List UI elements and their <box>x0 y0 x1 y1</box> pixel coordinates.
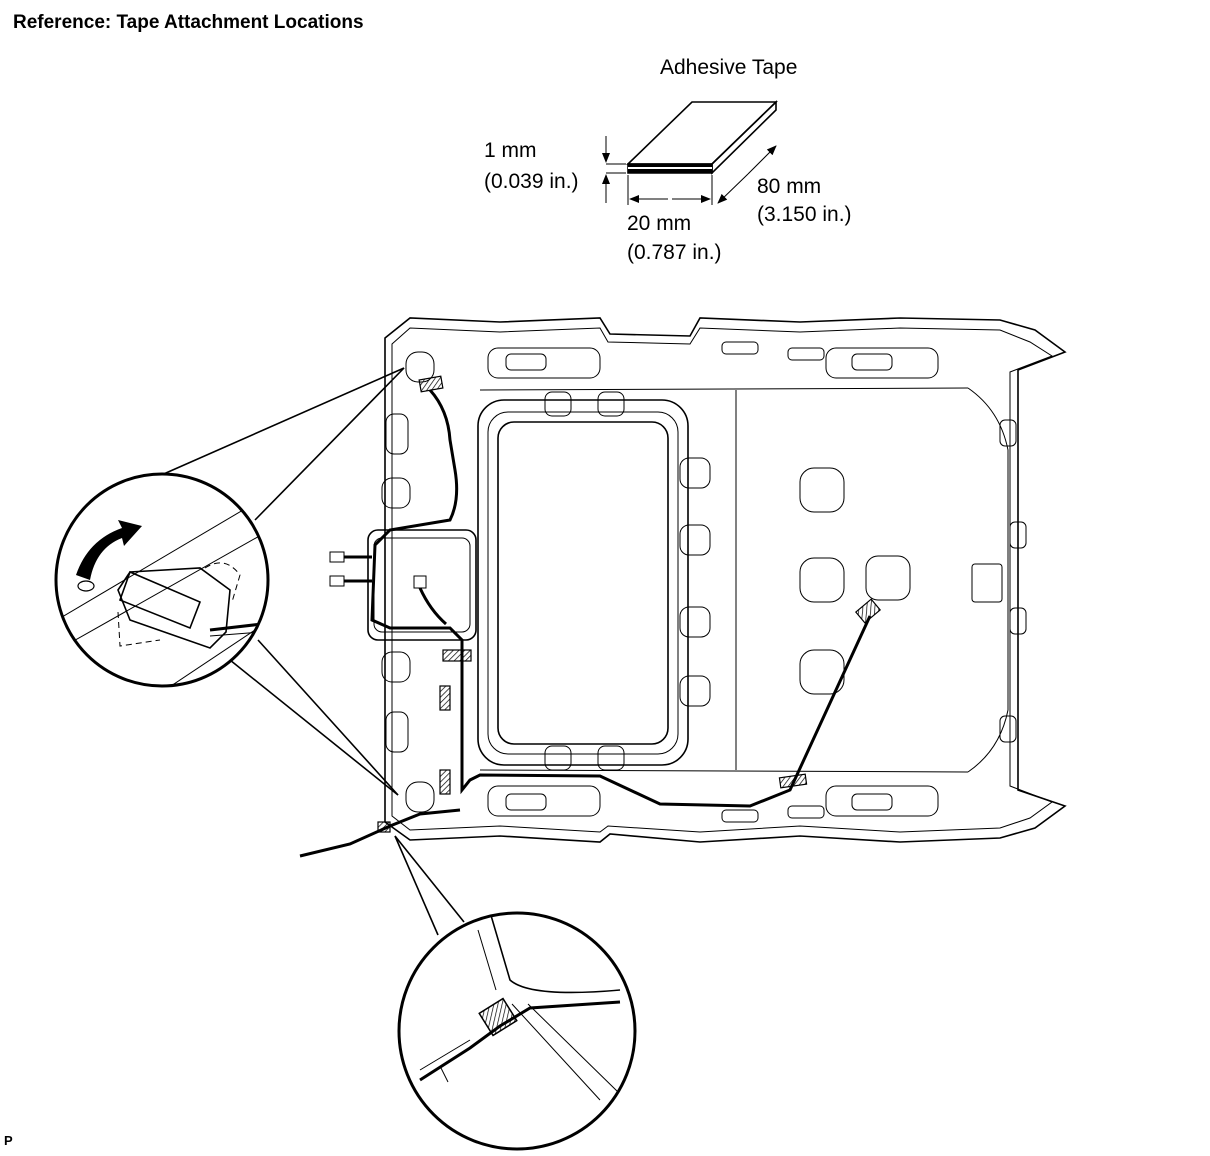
page-title: Reference: Tape Attachment Locations <box>13 12 364 33</box>
detail-circle-clip <box>54 472 270 688</box>
length-mm-label: 80 mm <box>757 175 822 198</box>
clip-bosses <box>381 351 1027 813</box>
thickness-mm-label: 1 mm <box>484 139 537 162</box>
tape-pieces <box>377 375 882 833</box>
leader-lines <box>149 367 465 936</box>
width-in-label: (0.787 in.) <box>627 241 722 264</box>
length-in-label: (3.150 in.) <box>757 203 852 226</box>
detail-circle-a <box>397 911 637 1151</box>
visor-recesses <box>487 341 939 823</box>
adhesive-tape-label: Adhesive Tape <box>660 56 798 79</box>
headliner-outline <box>384 317 1067 843</box>
front-console <box>329 529 477 641</box>
thickness-in-label: (0.039 in.) <box>484 170 579 193</box>
adhesive-tape-figure <box>602 100 778 205</box>
corner-mark: P <box>4 1133 13 1148</box>
width-mm-label: 20 mm <box>627 212 692 235</box>
